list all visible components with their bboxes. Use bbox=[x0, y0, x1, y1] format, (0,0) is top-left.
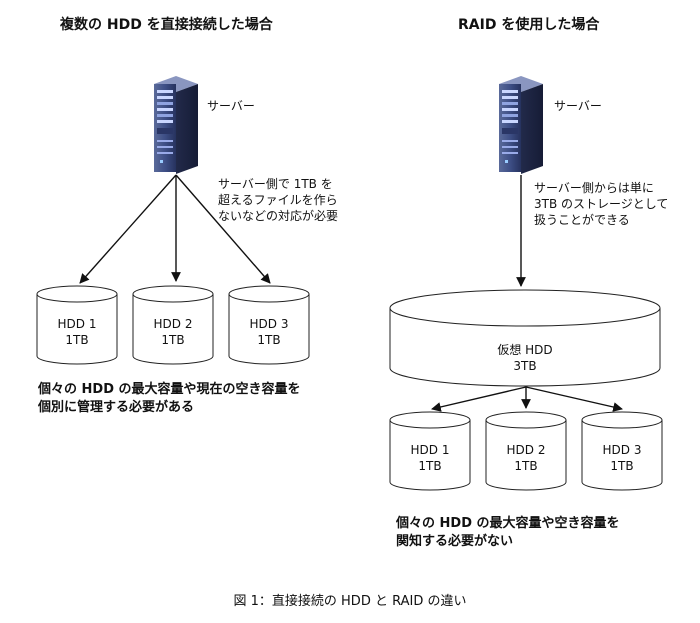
left-title: 複数の HDD を直接接続した場合 bbox=[60, 17, 273, 33]
figure-caption: 図 1：直接接続の HDD と RAID の違い bbox=[233, 594, 467, 609]
right-bottom-line-2: 関知する必要がない bbox=[396, 534, 514, 549]
hdd-label-left-1: HDD 1 1TB bbox=[37, 316, 117, 348]
left-note-line-3: ないなどの対応が必要 bbox=[218, 209, 339, 223]
left-bottom-line-2: 個別に管理する必要がある bbox=[38, 400, 195, 415]
hdd-name: HDD 3 bbox=[602, 443, 642, 457]
hdd-name: HDD 3 bbox=[249, 317, 289, 331]
left-note-line-2: 超えるファイルを作ら bbox=[218, 193, 338, 207]
hdd-cylinder-right-1 bbox=[389, 411, 471, 491]
right-server-label: サーバー bbox=[554, 99, 602, 113]
hdd-cylinder-left-2 bbox=[132, 285, 214, 365]
hdd-size: 1TB bbox=[65, 333, 89, 347]
hdd-size: 1TB bbox=[514, 459, 538, 473]
left-note: サーバー側で 1TB を 超えるファイルを作ら ないなどの対応が必要 bbox=[218, 176, 338, 224]
virtual-hdd-name: 仮想 HDD bbox=[497, 343, 553, 357]
arrow-to-hdd1-right bbox=[431, 386, 527, 412]
hdd-size: 1TB bbox=[161, 333, 185, 347]
hdd-label-right-3: HDD 3 1TB bbox=[582, 442, 662, 474]
hdd-cylinder-right-3 bbox=[581, 411, 663, 491]
hdd-size: 1TB bbox=[610, 459, 634, 473]
left-bottom-line-1: 個々の HDD の最大容量や現在の空き容量を bbox=[38, 382, 301, 397]
right-bottom-note: 個々の HDD の最大容量や空き容量を 関知する必要がない bbox=[396, 515, 620, 551]
hdd-label-left-3: HDD 3 1TB bbox=[229, 316, 309, 348]
hdd-label-right-1: HDD 1 1TB bbox=[390, 442, 470, 474]
hdd-label-right-2: HDD 2 1TB bbox=[486, 442, 566, 474]
hdd-size: 1TB bbox=[257, 333, 281, 347]
server-icon-right bbox=[499, 76, 543, 174]
virtual-hdd-size: 3TB bbox=[513, 359, 537, 373]
hdd-name: HDD 1 bbox=[57, 317, 97, 331]
left-note-line-1: サーバー側で 1TB を bbox=[218, 177, 333, 191]
arrow-to-hdd1-left bbox=[79, 174, 177, 284]
left-server-label: サーバー bbox=[207, 99, 255, 113]
right-note-line-3: 扱うことができる bbox=[534, 213, 630, 227]
arrow-to-hdd3-left bbox=[175, 174, 271, 284]
hdd-label-left-2: HDD 2 1TB bbox=[133, 316, 213, 348]
hdd-name: HDD 2 bbox=[153, 317, 193, 331]
hdd-size: 1TB bbox=[418, 459, 442, 473]
server-icon-left bbox=[154, 76, 198, 174]
left-bottom-note: 個々の HDD の最大容量や現在の空き容量を 個別に管理する必要がある bbox=[38, 381, 301, 417]
arrow-to-hdd3-right bbox=[525, 386, 623, 412]
right-title: RAID を使用した場合 bbox=[458, 17, 600, 33]
hdd-cylinder-left-3 bbox=[228, 285, 310, 365]
right-note-line-2: 3TB のストレージとして bbox=[534, 197, 669, 211]
right-note-line-1: サーバー側からは単に bbox=[534, 181, 654, 195]
right-note: サーバー側からは単に 3TB のストレージとして 扱うことができる bbox=[534, 180, 668, 228]
virtual-hdd-label: 仮想 HDD 3TB bbox=[390, 342, 660, 374]
right-bottom-line-1: 個々の HDD の最大容量や空き容量を bbox=[396, 516, 620, 531]
hdd-cylinder-left-1 bbox=[36, 285, 118, 365]
virtual-hdd-cylinder bbox=[389, 289, 661, 387]
hdd-name: HDD 1 bbox=[410, 443, 450, 457]
hdd-name: HDD 2 bbox=[506, 443, 546, 457]
hdd-cylinder-right-2 bbox=[485, 411, 567, 491]
